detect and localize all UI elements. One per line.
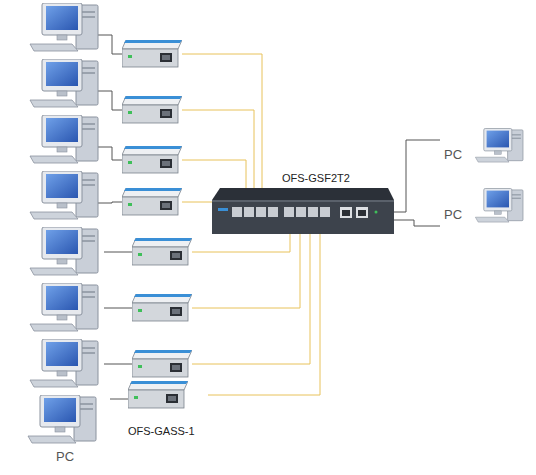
pc-label: PC — [444, 208, 462, 223]
pc-node: PC — [26, 395, 110, 469]
media-converter: OFS-GASS-1 — [128, 381, 208, 441]
ethernet-cable — [394, 140, 440, 212]
switch-model: OFS-GSF2T2 — [282, 172, 350, 185]
pc-node: PC — [440, 188, 532, 234]
pc-icon — [26, 395, 106, 445]
pc-icon — [474, 188, 530, 224]
pc-node: PC — [440, 128, 532, 174]
pc-icon — [474, 128, 530, 164]
fiber-link — [208, 234, 320, 395]
pc-label: PC — [56, 450, 74, 465]
conv-icon — [128, 381, 188, 409]
ethernet-cable — [394, 220, 440, 226]
switch-box: OFS-GSF2T2 — [212, 172, 394, 234]
ethernet-cable — [110, 399, 128, 400]
pc-label: PC — [444, 148, 462, 163]
converter-model: OFS-GASS-1 — [128, 425, 195, 438]
switch-icon — [212, 188, 394, 234]
